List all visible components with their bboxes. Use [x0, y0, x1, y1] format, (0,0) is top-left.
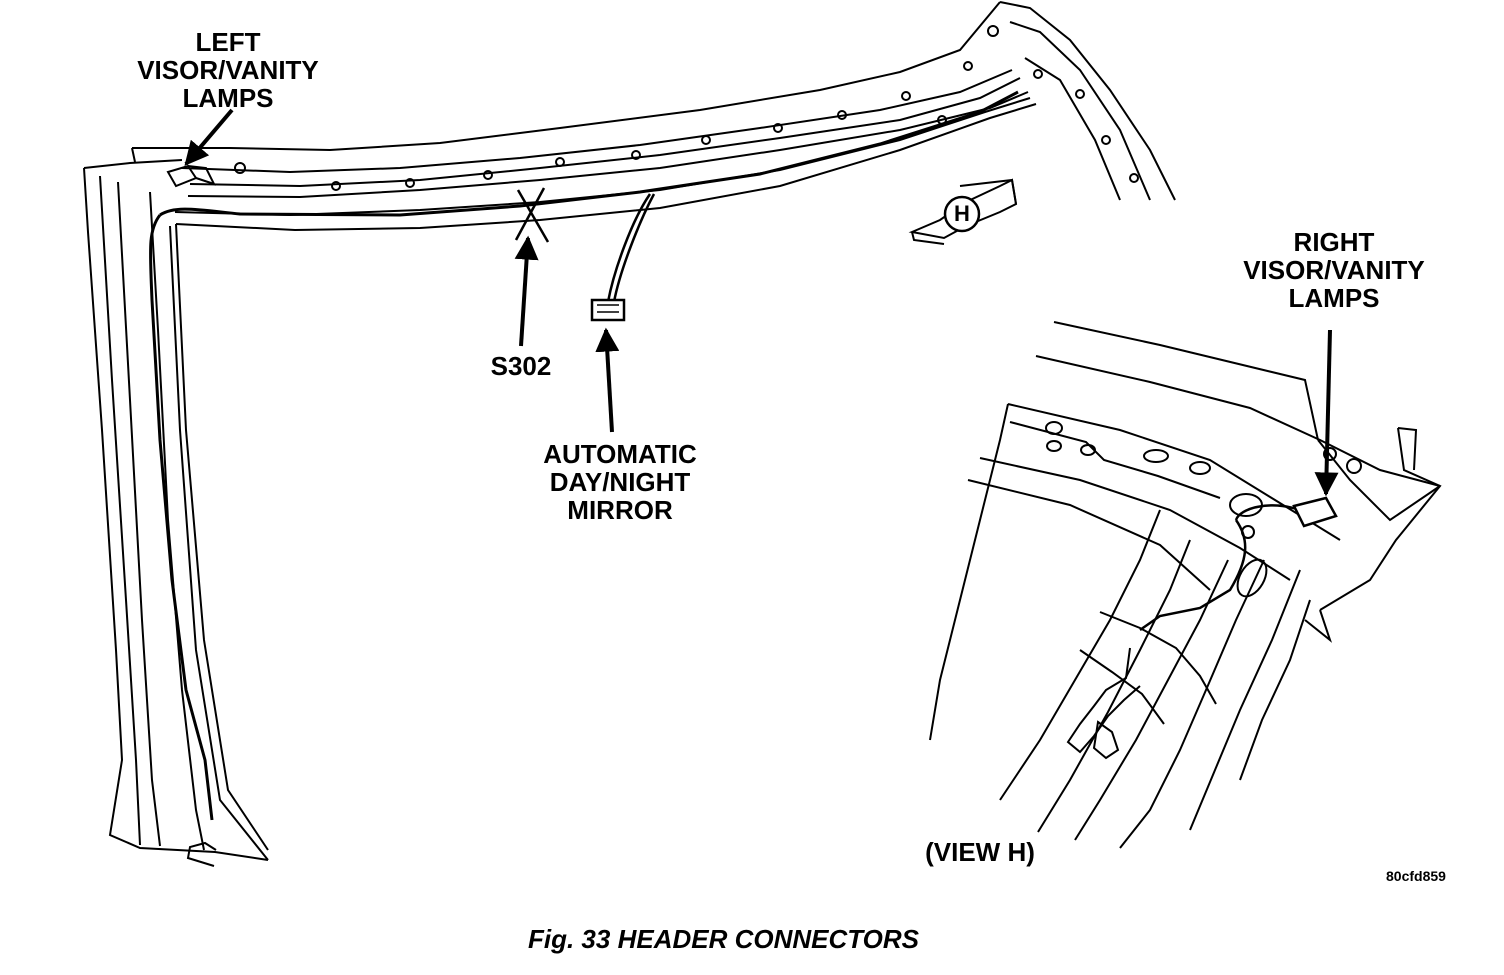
- auto-mirror-callout: AUTOMATIC DAY/NIGHT MIRROR: [520, 440, 720, 524]
- right-lamps-leader: [1314, 329, 1339, 497]
- view-h-marker-letter: H: [954, 201, 970, 226]
- mirror-connector: [590, 298, 626, 322]
- windshield-header-frame: [83, 1, 1176, 867]
- mirror-line-1: AUTOMATIC: [543, 439, 697, 469]
- view-h-detail: [929, 321, 1442, 849]
- mirror-line-2: DAY/NIGHT: [549, 467, 691, 497]
- mirror-line-3: MIRROR: [567, 495, 673, 525]
- left-lamp-connector: [166, 164, 216, 188]
- right-lamps-line-3: LAMPS: [1288, 283, 1380, 313]
- mirror-pigtail: [606, 193, 656, 303]
- right-lamp-wire: [1139, 504, 1301, 632]
- s302-callout: S302: [466, 352, 576, 380]
- left-visor-lamps-callout: LEFT VISOR/VANITY LAMPS: [130, 28, 326, 112]
- left-lamps-line-2: VISOR/VANITY: [137, 55, 319, 85]
- right-lamp-connector: [1292, 496, 1338, 528]
- view-h-holes: [1045, 421, 1362, 598]
- s302-splice-mark: [514, 187, 550, 243]
- figure-ref-code: 80cfd859: [1386, 868, 1446, 884]
- left-lamps-line-3: LAMPS: [182, 83, 274, 113]
- right-lamps-line-1: RIGHT: [1293, 227, 1375, 257]
- view-h-title: (VIEW H): [910, 838, 1050, 866]
- right-lamps-line-2: VISOR/VANITY: [1243, 255, 1425, 285]
- left-lamps-line-1: LEFT: [195, 27, 261, 57]
- callout-leaders: [184, 108, 620, 433]
- right-visor-lamps-callout: RIGHT VISOR/VANITY LAMPS: [1232, 228, 1436, 312]
- view-h-title-text: (VIEW H): [925, 837, 1035, 867]
- header-mounting-holes: [234, 25, 1139, 191]
- s302-label: S302: [490, 351, 552, 381]
- figure-caption: Fig. 33 HEADER CONNECTORS: [528, 924, 920, 954]
- view-h-indicator: [908, 178, 1018, 245]
